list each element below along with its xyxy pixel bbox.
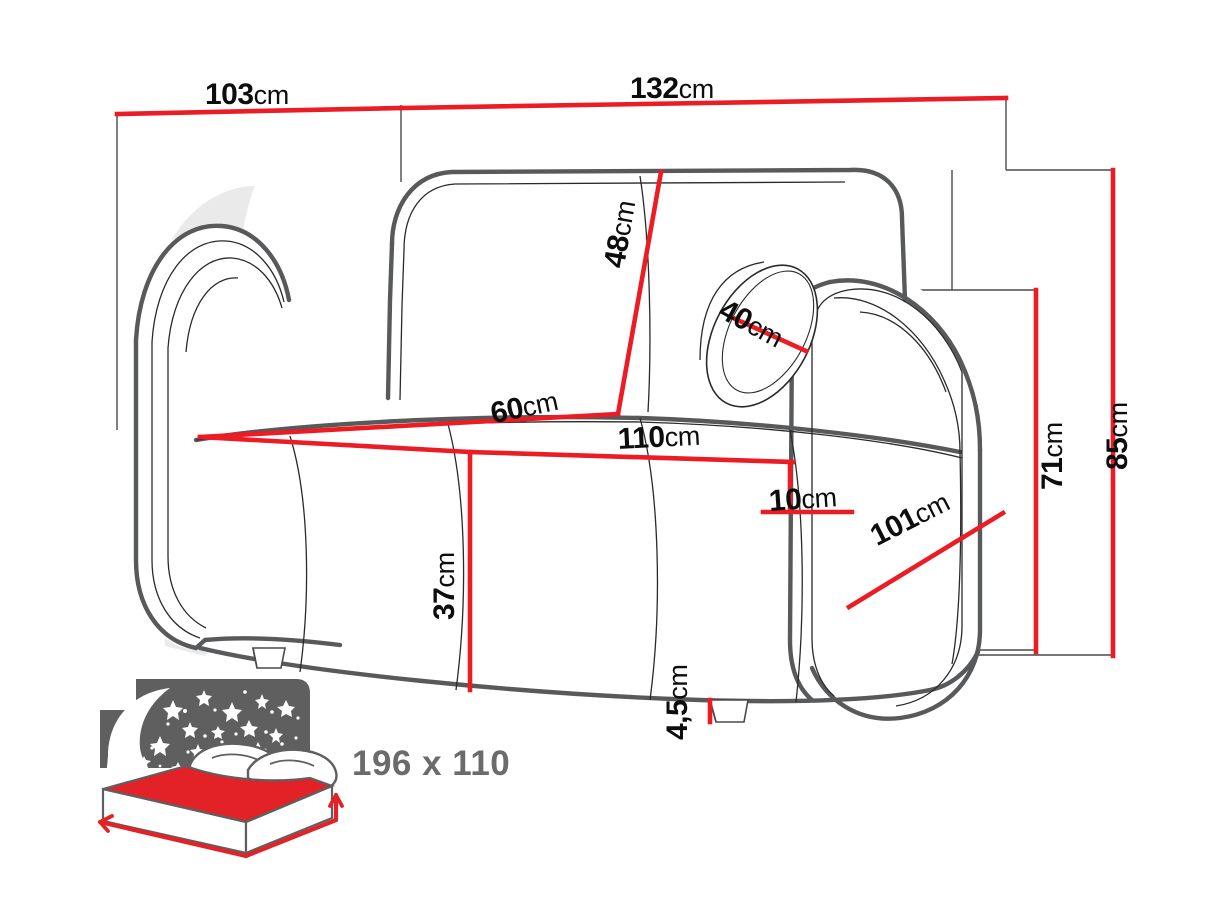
outline-seat-front-bottom <box>197 645 933 704</box>
seam-left-arm-5 <box>185 277 239 353</box>
seam-left-arm-1 <box>151 240 285 343</box>
outline-seat-top-curve <box>193 414 963 455</box>
dimension-label-103cm: 103cm <box>205 78 289 111</box>
dimline-132cm <box>398 95 1009 111</box>
seam-left-arm-4 <box>167 348 207 629</box>
seam-backrest-top <box>403 181 846 251</box>
sofa-body-fill <box>132 170 980 723</box>
dimension-label-45cm: 4,5cm <box>661 664 694 740</box>
dimline-seat-left <box>197 434 473 455</box>
seam-left-arm-3 <box>167 257 283 349</box>
seam-seat-div-right <box>639 417 659 701</box>
dimline-103cm <box>114 105 404 117</box>
seam-bolster-cushion <box>705 264 819 408</box>
outline-right-arm-top <box>827 278 983 453</box>
dimline-101cm <box>845 509 1007 611</box>
bed-arrow-front-right <box>243 817 339 859</box>
moon-icon <box>106 688 170 778</box>
bed-arrow-front-left <box>97 819 249 859</box>
bed-mattress <box>101 764 336 855</box>
outline-left-arm-top <box>133 223 292 343</box>
seam-right-arm-4 <box>859 311 947 393</box>
dimension-label-85cm: 85cm <box>1101 402 1134 470</box>
seam-backrest-div <box>639 175 651 413</box>
seam-seat-div-left <box>289 435 308 673</box>
dimension-label-110cm: 110cm <box>616 420 701 456</box>
sofa-seams <box>151 175 963 707</box>
outline-right-arm-inner <box>787 327 815 703</box>
outline-backrest-left-edge <box>385 241 395 401</box>
seam-right-arm-3 <box>833 297 961 453</box>
dimension-label-37cm: 37cm <box>428 552 461 620</box>
seam-right-arm-2 <box>811 336 835 697</box>
dimension-lines <box>114 95 1116 725</box>
bed-size-label: 196 x 110 <box>352 744 511 783</box>
outline-left-arm-outer <box>133 337 199 651</box>
dimline-60cm <box>197 411 621 440</box>
bed-dimension-arrows <box>97 792 344 859</box>
bed-arrowhead-up <box>328 793 344 808</box>
seam-right-arm-5 <box>895 372 963 707</box>
dimension-label-71cm: 71cm <box>1036 422 1069 490</box>
dimline-48cm <box>615 169 664 417</box>
bed-icon-night-panel <box>100 679 310 778</box>
dimline-110cm <box>467 449 796 465</box>
seam-left-arm-2 <box>151 342 201 639</box>
sofa-outlines <box>133 167 983 721</box>
seam-bolster-edge <box>699 261 765 361</box>
dimline-40cm <box>727 313 810 355</box>
seam-seat-div-far-right <box>789 429 803 703</box>
dimension-label-10cm: 10cm <box>767 482 838 518</box>
seam-right-side-band <box>951 451 962 665</box>
bed-arrowhead-left <box>98 814 114 833</box>
dimension-label-132cm: 132cm <box>630 72 714 105</box>
outline-backrest-top <box>389 167 908 303</box>
outline-left-arm-base <box>193 636 343 651</box>
seam-backrest-left <box>399 249 405 401</box>
